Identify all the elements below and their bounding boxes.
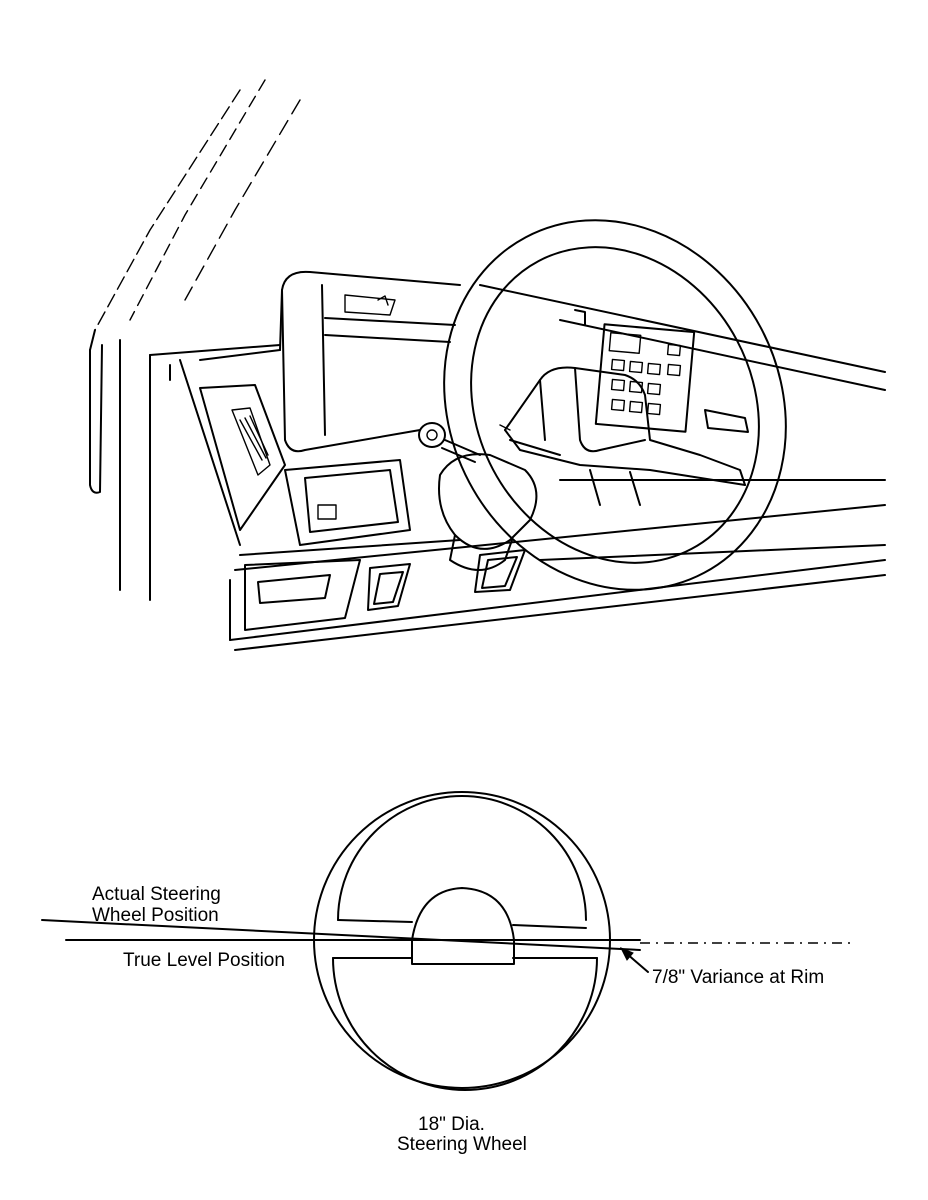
variance-arrow <box>619 947 649 973</box>
actual-position-label-2: Wheel Position <box>92 905 219 926</box>
instrument-cluster <box>281 284 456 453</box>
variance-label: 7/8" Variance at Rim <box>652 967 824 988</box>
switch-panel <box>284 459 411 546</box>
radio-controls <box>574 309 749 433</box>
diameter-label-1: 18" Dia. <box>418 1114 485 1135</box>
wheel-rim-inner-bottom <box>332 957 598 1091</box>
windshield-pillar <box>89 79 301 601</box>
steering-wheel <box>443 219 787 591</box>
left-vent <box>179 359 286 546</box>
dashboard-illustration <box>89 79 886 651</box>
variance-diagram: Actual Steering Wheel Position True Leve… <box>41 791 850 1155</box>
dashboard-top <box>149 270 886 391</box>
true-level-label: True Level Position <box>123 950 285 971</box>
turn-signal-stalk <box>418 422 481 463</box>
wheel-hub <box>411 887 515 941</box>
lower-dash <box>229 469 886 651</box>
diameter-label-2: Steering Wheel <box>397 1134 527 1155</box>
wheel-rim-inner-top <box>337 795 587 921</box>
actual-position-line <box>41 919 641 951</box>
actual-position-label-1: Actual Steering <box>92 884 221 905</box>
